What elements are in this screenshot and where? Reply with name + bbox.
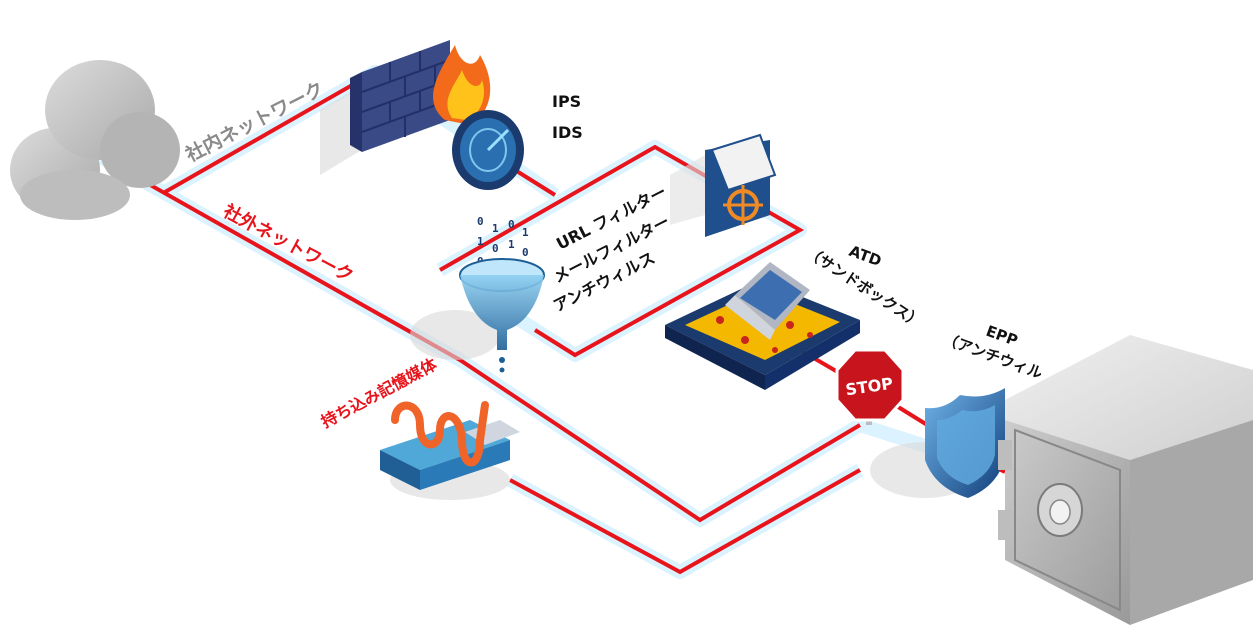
laptop-sandbox-icon [665,262,860,390]
removable-media-line [509,468,861,575]
firewall-icon [320,40,451,175]
svg-text:0: 0 [508,218,515,231]
internal-network-label: 社内ネットワーク [181,77,328,167]
ips-label: IPS [552,92,581,111]
worm-icon [391,401,489,467]
svg-text:0: 0 [522,246,529,259]
filter-loop-line [439,144,805,358]
external-network-line [91,150,862,523]
mail-icon [670,133,777,237]
svg-text:1: 1 [477,235,484,248]
svg-text:0: 0 [477,215,484,228]
cloud-icon [10,60,180,220]
fire-icon [433,45,491,125]
svg-text:0: 0 [492,242,499,255]
radar-icon [452,110,524,190]
atd-label: ATD [847,242,884,270]
svg-text:1: 1 [508,238,515,251]
stop-sign-icon: STOP [835,348,905,425]
ids-label: IDS [552,123,583,142]
usb-icon [380,420,520,500]
svg-text:1: 1 [492,222,499,235]
shield-icon [870,388,1005,498]
safe-icon [998,335,1253,625]
ips-ids-line [513,168,557,197]
svg-text:1: 1 [522,226,529,239]
